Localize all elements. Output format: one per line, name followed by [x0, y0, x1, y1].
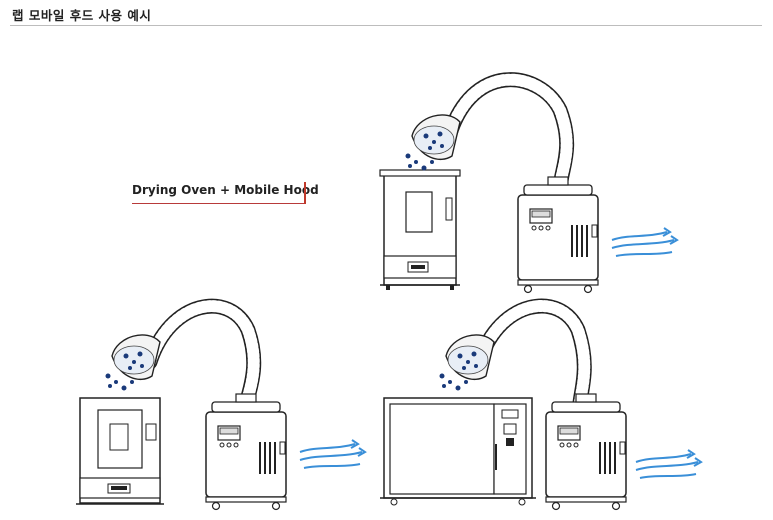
mobile-hood-unit-top	[517, 176, 599, 294]
caption-underline	[132, 203, 306, 204]
scene-bottom-left	[76, 298, 366, 511]
caption-accent-bar	[304, 182, 306, 204]
drying-oven-bottom-left	[76, 397, 164, 505]
airflow-arrows-bottom-left	[299, 439, 366, 469]
caption-label: Drying Oven + Mobile Hood	[132, 183, 319, 197]
scene-bottom-right	[380, 298, 702, 511]
hood-cone-bottom-right	[438, 334, 495, 392]
page-title: 랩 모바일 후드 사용 예시	[12, 8, 152, 23]
title-divider	[10, 25, 762, 26]
mobile-hood-unit-bottom-right	[545, 393, 627, 511]
hood-cone-bottom-left	[104, 334, 161, 392]
airflow-arrows-top	[611, 227, 678, 257]
hood-cone-top	[404, 114, 461, 172]
airflow-arrows-bottom-right	[635, 449, 702, 479]
mobile-hood-unit-bottom-left	[205, 393, 287, 511]
drying-oven-top	[379, 169, 461, 290]
large-oven-bottom-right	[380, 397, 536, 506]
scene-top	[379, 72, 678, 294]
